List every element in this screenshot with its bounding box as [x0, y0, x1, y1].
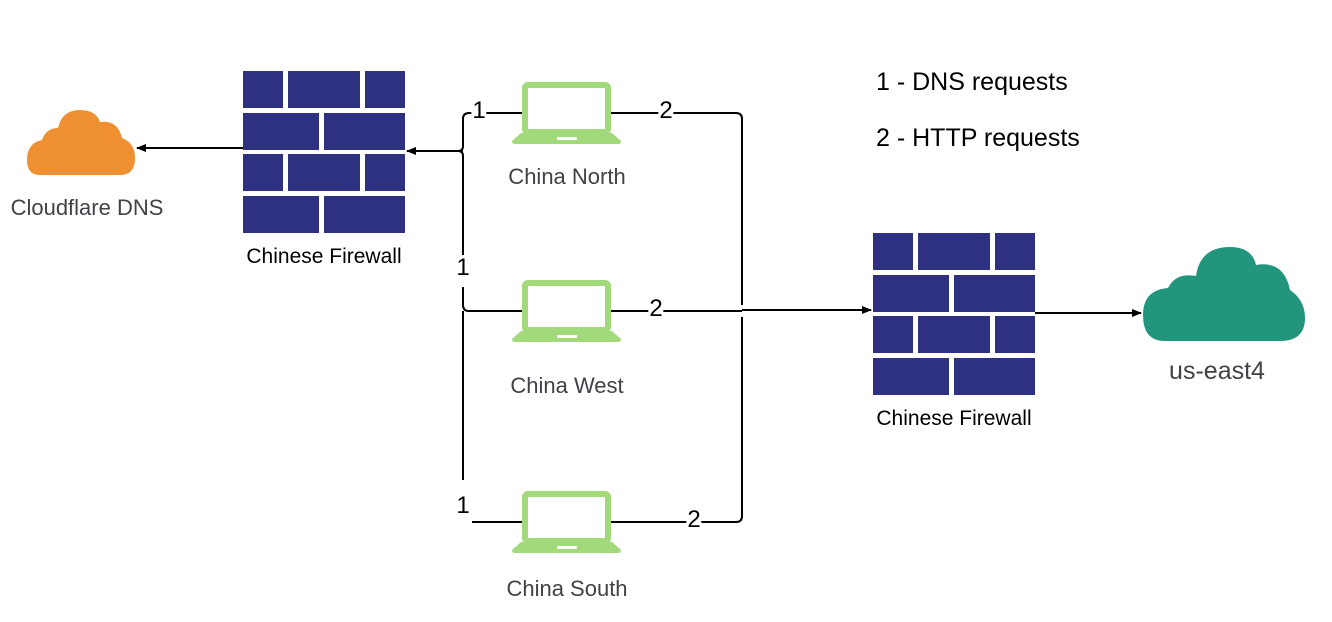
laptop-north-icon	[512, 82, 621, 144]
us-east4-label: us-east4	[1169, 357, 1265, 385]
china-north-label: China North	[508, 164, 626, 189]
firewall-left-icon	[243, 71, 405, 233]
cloudflare-dns-label: Cloudflare DNS	[10, 195, 164, 220]
cloudflare-cloud-icon	[27, 110, 135, 175]
china-south-label: China South	[506, 576, 628, 601]
firewall-right-label: Chinese Firewall	[876, 407, 1032, 430]
edge-label-west-dns: 1	[455, 254, 471, 281]
edge-label-south-http: 2	[686, 506, 702, 533]
legend-http: 2 - HTTP requests	[876, 124, 1080, 152]
connectors	[136, 112, 1142, 523]
edge-south-http	[611, 317, 743, 523]
edge-label-north-http: 2	[658, 97, 674, 124]
edge-label-north-dns: 1	[471, 97, 487, 124]
us-east4-cloud-icon	[1143, 247, 1305, 341]
edge-north-dns	[457, 112, 522, 152]
laptop-south-icon	[512, 491, 621, 553]
firewall-right-icon	[873, 233, 1035, 395]
edge-north-http	[611, 112, 743, 305]
firewall-left-label: Chinese Firewall	[246, 245, 402, 268]
edge-left-bus	[457, 150, 522, 480]
edge-label-west-http: 2	[648, 295, 664, 322]
laptop-west-icon	[512, 280, 621, 342]
legend-dns: 1 - DNS requests	[876, 68, 1068, 96]
edge-label-south-dns: 1	[455, 492, 471, 519]
china-west-label: China West	[510, 373, 624, 398]
